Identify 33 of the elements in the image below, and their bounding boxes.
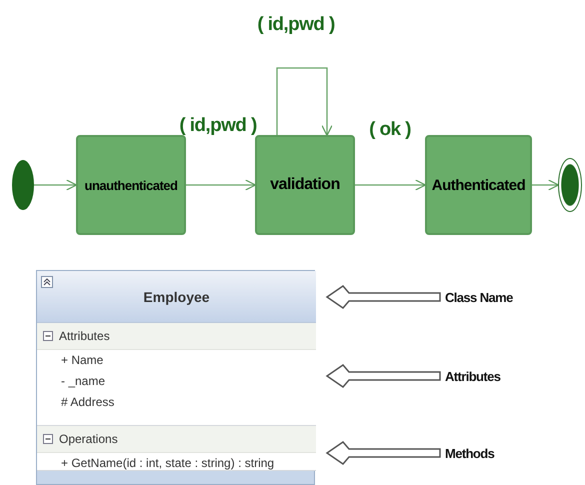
class-header [37,271,316,323]
class-name: Employee [143,288,210,304]
edge-label: ( id,pwd ) [255,14,337,36]
member-text: + GetName(id : int, state : string) : string [60,455,276,472]
annotation-text: Class Name [445,290,513,304]
class-box [36,270,315,485]
annotation-text: Methods [445,446,494,460]
class-compartment [37,426,316,471]
block-arrow [326,285,441,309]
edge-label: ( id,pwd ) [177,115,259,137]
state-box [425,135,532,235]
block-arrow [326,441,441,465]
initial-state [12,160,34,210]
state-label: unauthenticated [84,178,178,192]
transition-arrow [186,179,256,191]
member-text: - _name [60,373,106,390]
member-text: # Address [60,394,116,411]
transition-arrow [276,67,333,136]
transition-arrow [34,179,78,191]
state-label: validation [270,176,340,194]
class-compartment [37,323,316,426]
section-title: Attributes [59,329,110,343]
section-title: Operations [59,432,118,446]
state-box [255,135,355,235]
member-text: + Name [60,352,104,369]
state-label: Authenticated [432,176,526,194]
transition-arrow [355,179,426,191]
edge-label: ( ok ) [367,119,413,141]
transition-arrow [532,179,560,191]
final-state [558,158,582,212]
block-arrow [326,364,441,388]
state-box [76,135,186,235]
annotation-text: Attributes [445,368,500,384]
